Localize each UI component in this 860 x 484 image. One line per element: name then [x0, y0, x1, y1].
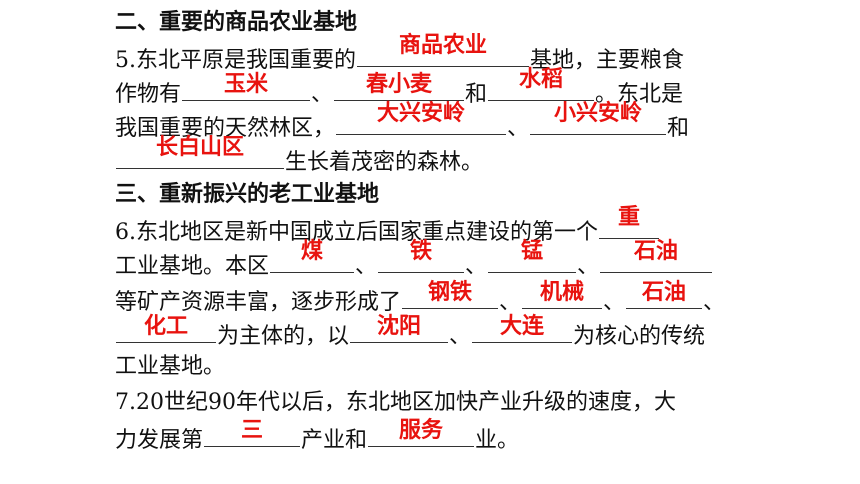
q5-text: 生长着茂密的森林。 [285, 150, 484, 175]
answer-blank-industry-2[interactable]: 机械 [522, 280, 603, 309]
q6-line-4: 化工 为主体的，以 沈阳 、 大连 为核心的传统 [115, 314, 706, 350]
answer-blank-forest-3[interactable]: 长白山区 [116, 135, 284, 169]
answer-blank-city-1[interactable]: 沈阳 [350, 314, 449, 343]
answer-blank-industry-1[interactable]: 钢铁 [402, 280, 499, 309]
q5-text: 我国重要的天然林区， [115, 116, 336, 141]
q6-text: 、 [603, 290, 626, 315]
answer-text: 三 [241, 418, 264, 443]
answer-blank-first-heavy[interactable]: 重 [599, 205, 659, 239]
q6-line-1: 6.东北地区是新中国成立后国家重点建设的第一个重 [115, 205, 660, 246]
answer-blank-forest-1[interactable]: 大兴安岭 [336, 101, 507, 135]
answer-text: 锰 [521, 239, 544, 264]
q6-text: 为主体的，以 [217, 324, 350, 349]
answer-text: 机械 [540, 280, 585, 305]
answer-blank-service[interactable]: 服务 [368, 418, 475, 447]
answer-text: 石油 [634, 239, 679, 264]
q5-text: 和 [667, 116, 690, 141]
q7-text: 7.20世纪90年代以后，东北地区加快产业升级的速度，大 [115, 390, 676, 415]
section-heading-agriculture: 二、重要的商品农业基地 [115, 10, 358, 35]
answer-blank-commodity-base[interactable]: 商品农业 [357, 33, 529, 67]
answer-text: 小兴安岭 [554, 101, 643, 126]
answer-blank-crop-3[interactable]: 水稻 [488, 67, 595, 101]
q5-text: 。东北是 [595, 82, 684, 107]
q5-text: 作物有 [115, 82, 182, 107]
answer-text: 大连 [500, 314, 545, 339]
answer-text: 铁 [410, 239, 433, 264]
q7-text: 产业和 [301, 428, 368, 453]
q6-text: 、 [703, 290, 726, 315]
answer-blank-tertiary[interactable]: 三 [204, 418, 301, 447]
q6-line-3: 等矿产资源丰富，逐步形成了钢铁、机械、石油、 [115, 280, 726, 316]
q6-text: 、 [465, 254, 488, 279]
answer-blank-resource-1[interactable]: 煤 [270, 239, 355, 273]
answer-text: 水稻 [519, 67, 564, 92]
q5-text: 、 [507, 116, 530, 141]
q6-text: 、 [355, 254, 378, 279]
answer-text: 煤 [301, 239, 324, 264]
q6-text: 、 [499, 290, 522, 315]
answer-text: 重 [617, 205, 640, 230]
q5-text: 基地，主要粮食 [530, 48, 685, 73]
answer-blank-resource-2[interactable]: 铁 [378, 239, 465, 273]
q5-text: 5.东北平原是我国重要的 [115, 48, 356, 73]
answer-blank-resource-3[interactable]: 锰 [488, 239, 577, 273]
answer-blank-city-2[interactable]: 大连 [472, 314, 573, 343]
answer-blank-industry-4[interactable]: 化工 [116, 314, 216, 343]
answer-text: 大兴安岭 [377, 101, 466, 126]
answer-text: 商品农业 [398, 33, 487, 58]
q5-text: 、 [311, 82, 334, 107]
q5-line-2: 作物有 玉米 、 春小麦 和 水稻。东北是 [115, 67, 684, 108]
answer-blank-crop-1[interactable]: 玉米 [182, 72, 311, 101]
q5-line-4: 长白山区生长着茂密的森林。 [115, 135, 484, 176]
answer-text: 服务 [399, 418, 444, 443]
q5-line-1: 5.东北平原是我国重要的 商品农业基地，主要粮食 [115, 33, 685, 74]
answer-text: 长白山区 [155, 135, 244, 160]
q7-text: 业。 [475, 428, 520, 453]
q5-line-3: 我国重要的天然林区， 大兴安岭、小兴安岭和 [115, 101, 690, 142]
q5-text: 和 [465, 82, 488, 107]
q7-line-2: 力发展第 三 产业和 服务 业。 [115, 418, 520, 454]
answer-blank-resource-4[interactable]: 石油 [600, 239, 713, 273]
q6-text: 6.东北地区是新中国成立后国家重点建设的第一个 [115, 220, 598, 245]
q6-line-5: 工业基地。 [115, 350, 225, 384]
q6-text: 为核心的传统 [573, 324, 706, 349]
answer-blank-crop-2[interactable]: 春小麦 [334, 72, 465, 101]
q6-text: 、 [577, 254, 600, 279]
section-heading-industry: 三、重新振兴的老工业基地 [115, 182, 380, 207]
answer-blank-forest-2[interactable]: 小兴安岭 [530, 101, 667, 135]
q7-line-1: 7.20世纪90年代以后，东北地区加快产业升级的速度，大 [115, 386, 676, 420]
q6-text: 工业基地。 [115, 354, 226, 379]
q6-text: 等矿产资源丰富，逐步形成了 [115, 290, 402, 315]
answer-blank-industry-3[interactable]: 石油 [626, 280, 703, 309]
answer-text: 沈阳 [377, 314, 422, 339]
q6-text: 工业基地。本区 [115, 254, 270, 279]
answer-text: 春小麦 [366, 72, 433, 97]
answer-text: 钢铁 [428, 280, 473, 305]
q6-text: 、 [449, 324, 472, 349]
answer-text: 玉米 [224, 72, 269, 97]
q7-text: 力发展第 [115, 428, 204, 453]
q6-line-2: 工业基地。本区 煤、 铁、 锰、 石油 [115, 239, 713, 280]
answer-text: 化工 [143, 314, 188, 339]
answer-text: 石油 [642, 280, 687, 305]
